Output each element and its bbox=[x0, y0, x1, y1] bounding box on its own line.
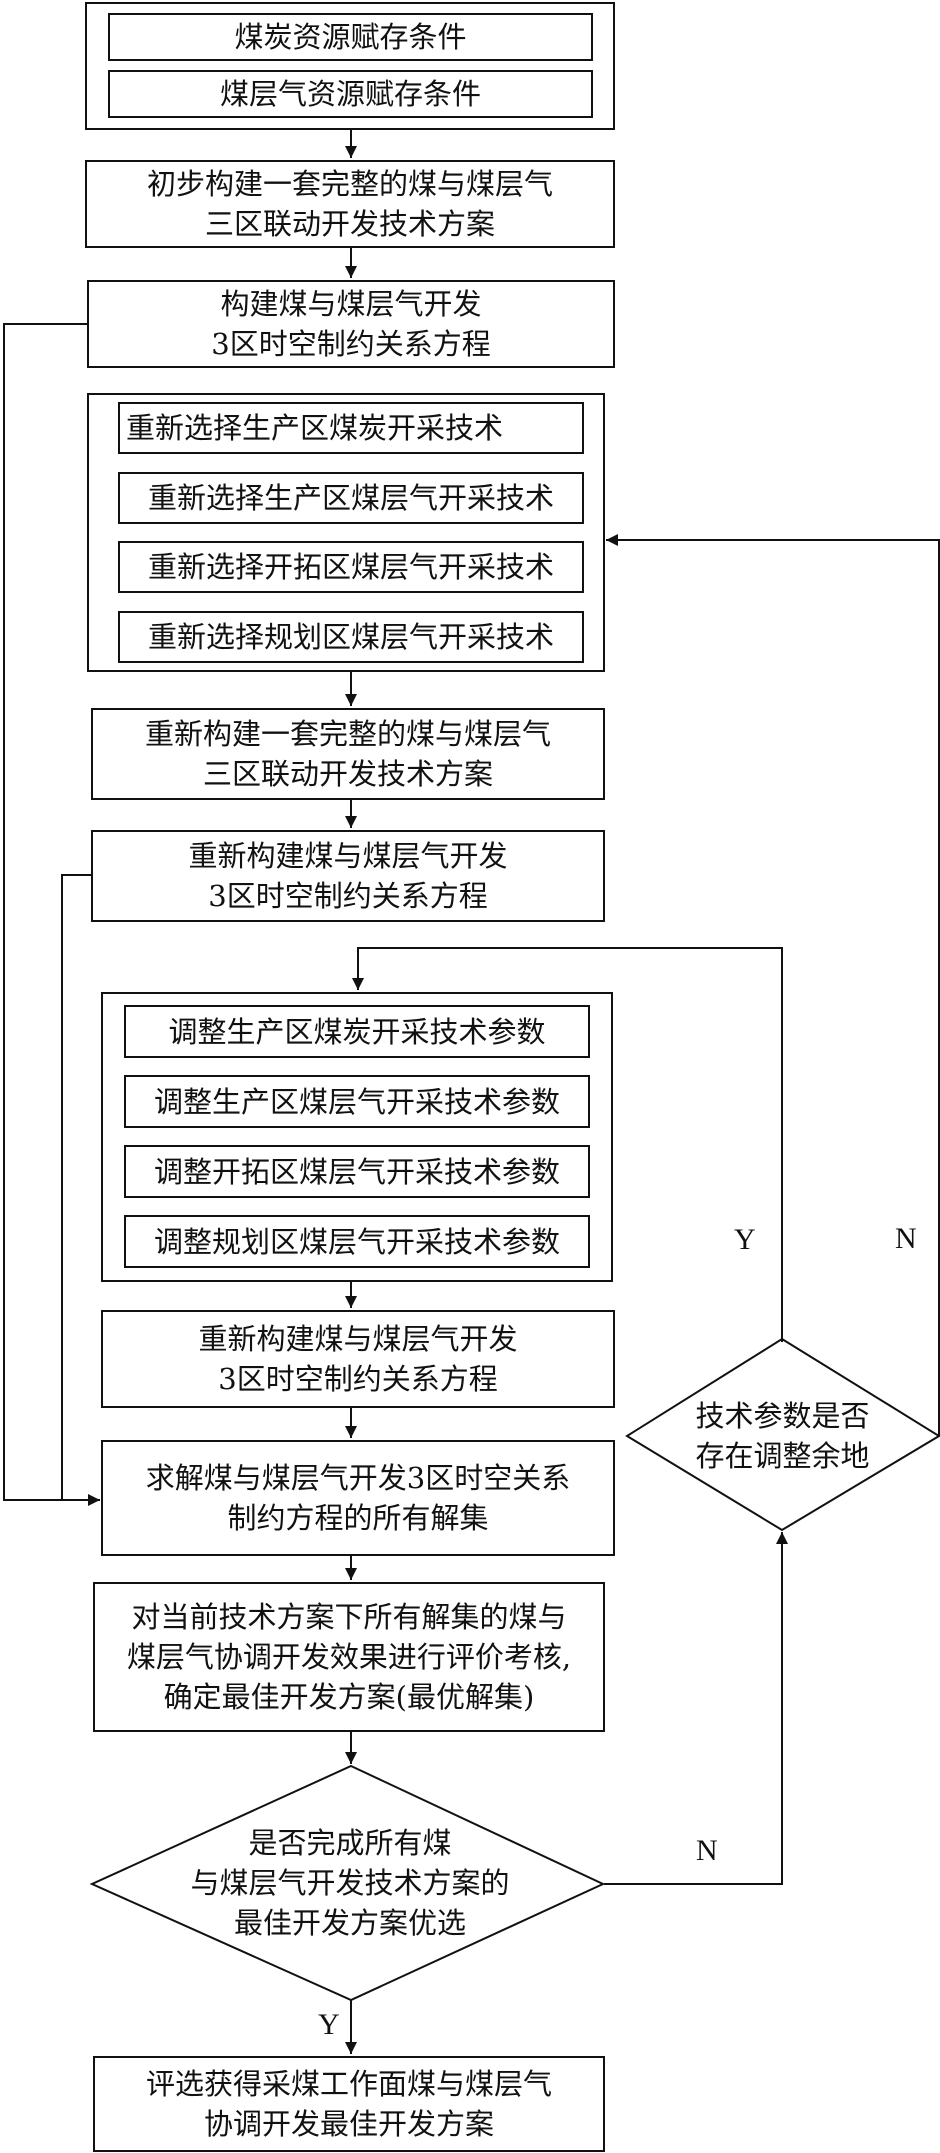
solve-line-2: 制约方程的所有解集 bbox=[227, 1501, 489, 1535]
decision-param-line-2: 存在调整余地 bbox=[695, 1439, 870, 1473]
rebuild-scheme-line-2: 三区联动开发技术方案 bbox=[202, 757, 493, 791]
label-yes-param: Y bbox=[734, 1223, 756, 1256]
evaluate-line-2: 煤层气协调开发效果进行评价考核, bbox=[126, 1640, 572, 1674]
loop-param-yes-to-adjust bbox=[352, 947, 783, 1342]
reselect-item-1: 重新选择生产区煤炭开采技术 bbox=[126, 411, 504, 445]
decision-all-line-2: 与煤层气开发技术方案的 bbox=[190, 1866, 510, 1900]
initial-equation-line-1: 构建煤与煤层气开发 bbox=[220, 287, 482, 321]
initial-scheme-box bbox=[85, 160, 615, 248]
final-line-2: 协调开发最佳开发方案 bbox=[203, 2107, 494, 2141]
rebuild-equation-2-line-2: 3区时空制约关系方程 bbox=[218, 1362, 498, 1396]
loop-decision-no-to-param-check bbox=[604, 1532, 788, 1885]
cbm-condition-text: 煤层气资源赋存条件 bbox=[219, 77, 481, 111]
rebuild-scheme-line-1: 重新构建一套完整的煤与煤层气 bbox=[144, 717, 551, 751]
rebuild-equation-2-line-1: 重新构建煤与煤层气开发 bbox=[198, 1322, 518, 1356]
rebuild-equation-text-1: 重新构建煤与煤层气开发 3区时空制约关系方程 bbox=[91, 830, 605, 922]
reselect-item-box bbox=[118, 611, 584, 663]
label-yes-all: Y bbox=[318, 2008, 340, 2041]
loop-initial-equation-to-solve bbox=[3, 323, 100, 1506]
decision-param-line-1: 技术参数是否 bbox=[695, 1399, 870, 1433]
adjust-item-box bbox=[124, 1215, 590, 1268]
adjust-item-box bbox=[124, 1005, 590, 1058]
rebuild-equation-1-line-2: 3区时空制约关系方程 bbox=[208, 879, 488, 913]
solve-line-1: 求解煤与煤层气开发3区时空关系 bbox=[145, 1461, 571, 1495]
adjust-item-4: 调整规划区煤层气开采技术参数 bbox=[153, 1224, 560, 1259]
reselect-item-3: 重新选择开拓区煤层气开采技术 bbox=[147, 550, 554, 584]
solve-box bbox=[101, 1440, 615, 1556]
reselect-item-box bbox=[118, 472, 584, 524]
solve-text: 求解煤与煤层气开发3区时空关系 制约方程的所有解集 bbox=[101, 1440, 615, 1556]
initial-equation-box bbox=[87, 280, 615, 368]
reselect-item-box bbox=[118, 541, 584, 593]
decision-all-line-3: 最佳开发方案优选 bbox=[233, 1906, 466, 1940]
final-box bbox=[93, 2056, 605, 2152]
rebuild-scheme-box bbox=[91, 708, 605, 800]
evaluate-line-1: 对当前技术方案下所有解集的煤与 bbox=[131, 1600, 567, 1634]
initial-scheme-text: 初步构建一套完整的煤与煤层气 三区联动开发技术方案 bbox=[85, 160, 615, 248]
reselect-item-box bbox=[118, 402, 584, 454]
decision-all-diamond bbox=[89, 1764, 606, 2002]
evaluate-box bbox=[93, 1582, 605, 1732]
final-text: 评选获得采煤工作面煤与煤层气 协调开发最佳开发方案 bbox=[93, 2056, 605, 2152]
rebuild-scheme-text: 重新构建一套完整的煤与煤层气 三区联动开发技术方案 bbox=[91, 708, 605, 800]
label-no-all: N bbox=[696, 1834, 718, 1867]
initial-equation-line-2: 3区时空制约关系方程 bbox=[211, 327, 491, 361]
loop-param-no-to-reselect bbox=[606, 534, 940, 1436]
decision-param-text: 技术参数是否 存在调整余地 bbox=[660, 1388, 905, 1484]
initial-scheme-line-1: 初步构建一套完整的煤与煤层气 bbox=[146, 167, 553, 201]
coal-condition-box bbox=[108, 13, 593, 61]
decision-all-line-1: 是否完成所有煤 bbox=[248, 1826, 452, 1860]
label-no-param: N bbox=[895, 1222, 917, 1255]
reselect-item-4: 重新选择规划区煤层气开采技术 bbox=[147, 620, 554, 654]
initial-scheme-line-2: 三区联动开发技术方案 bbox=[204, 207, 495, 241]
decision-param-diamond bbox=[625, 1337, 940, 1532]
initial-equation-text: 构建煤与煤层气开发 3区时空制约关系方程 bbox=[87, 280, 615, 368]
decision-all-text: 是否完成所有煤 与煤层气开发技术方案的 最佳开发方案优选 bbox=[150, 1808, 550, 1958]
coal-condition-text: 煤炭资源赋存条件 bbox=[234, 20, 467, 54]
evaluate-text: 对当前技术方案下所有解集的煤与 煤层气协调开发效果进行评价考核, 确定最佳开发方… bbox=[93, 1582, 605, 1732]
adjust-item-box bbox=[124, 1145, 590, 1198]
evaluate-line-3: 确定最佳开发方案(最优解集) bbox=[163, 1680, 535, 1714]
adjust-item-1: 调整生产区煤炭开采技术参数 bbox=[168, 1014, 546, 1049]
reselect-item-2: 重新选择生产区煤层气开采技术 bbox=[147, 481, 554, 515]
rebuild-equation-box-2 bbox=[101, 1310, 615, 1408]
final-line-1: 评选获得采煤工作面煤与煤层气 bbox=[145, 2067, 552, 2101]
adjust-item-3: 调整开拓区煤层气开采技术参数 bbox=[153, 1154, 560, 1189]
rebuild-equation-text-2: 重新构建煤与煤层气开发 3区时空制约关系方程 bbox=[101, 1310, 615, 1408]
adjust-item-2: 调整生产区煤层气开采技术参数 bbox=[153, 1084, 560, 1119]
loop-rebuild-equation-to-solve bbox=[61, 874, 91, 1500]
adjust-item-box bbox=[124, 1075, 590, 1128]
cbm-condition-box bbox=[108, 70, 593, 118]
rebuild-equation-1-line-1: 重新构建煤与煤层气开发 bbox=[188, 839, 508, 873]
rebuild-equation-box-1 bbox=[91, 830, 605, 922]
